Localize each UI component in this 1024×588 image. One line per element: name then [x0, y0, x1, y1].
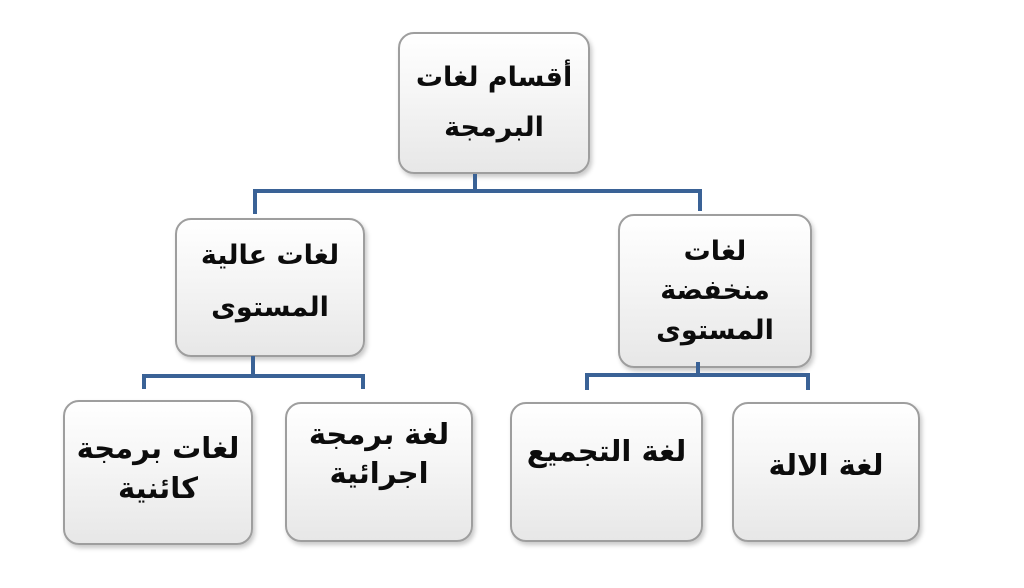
- node-label-line: لغات برمجة: [76, 431, 240, 466]
- node-label-line: لغات: [683, 236, 747, 268]
- node-object-oriented-languages: لغات برمجة كائنية: [63, 400, 253, 545]
- connector-left-stub-right: [361, 374, 365, 389]
- node-assembly-language: لغة التجميع: [510, 402, 703, 542]
- node-label-line: لغة التجميع: [526, 434, 687, 468]
- node-programming-language-categories: أقسام لغات البرمجة: [398, 32, 590, 174]
- node-label-line: لغة الالة: [768, 448, 884, 482]
- node-label-line: منخفضة: [660, 275, 770, 307]
- connector-main-stub-right: [698, 189, 702, 211]
- node-procedural-language: لغة برمجة اجرائية: [285, 402, 473, 542]
- node-label-line: كائنية: [118, 470, 198, 505]
- connector-right-stub-right: [806, 373, 810, 390]
- node-label-line: لغة برمجة: [308, 416, 450, 451]
- connector-low-level-vertical: [696, 362, 700, 375]
- node-label-line: اجرائية: [329, 456, 429, 490]
- node-label-line: المستوى: [656, 314, 774, 346]
- node-low-level-languages: لغات منخفضة المستوى: [618, 214, 812, 368]
- node-high-level-languages: لغات عالية المستوى: [175, 218, 365, 357]
- connector-high-level-vertical: [251, 356, 255, 376]
- node-label-line: لغات عالية: [200, 240, 340, 272]
- connector-right-horizontal: [585, 373, 810, 377]
- connector-root-vertical: [473, 174, 477, 191]
- node-machine-language: لغة الالة: [732, 402, 920, 542]
- connector-left-stub-left: [142, 374, 146, 389]
- node-label-line: البرمجة: [444, 112, 544, 143]
- connector-left-horizontal: [142, 374, 365, 378]
- connector-main-horizontal: [253, 189, 702, 193]
- node-label-line: أقسام لغات: [415, 62, 573, 94]
- connector-right-stub-left: [585, 373, 589, 390]
- node-label-line: المستوى: [211, 291, 329, 323]
- connector-main-stub-left: [253, 189, 257, 214]
